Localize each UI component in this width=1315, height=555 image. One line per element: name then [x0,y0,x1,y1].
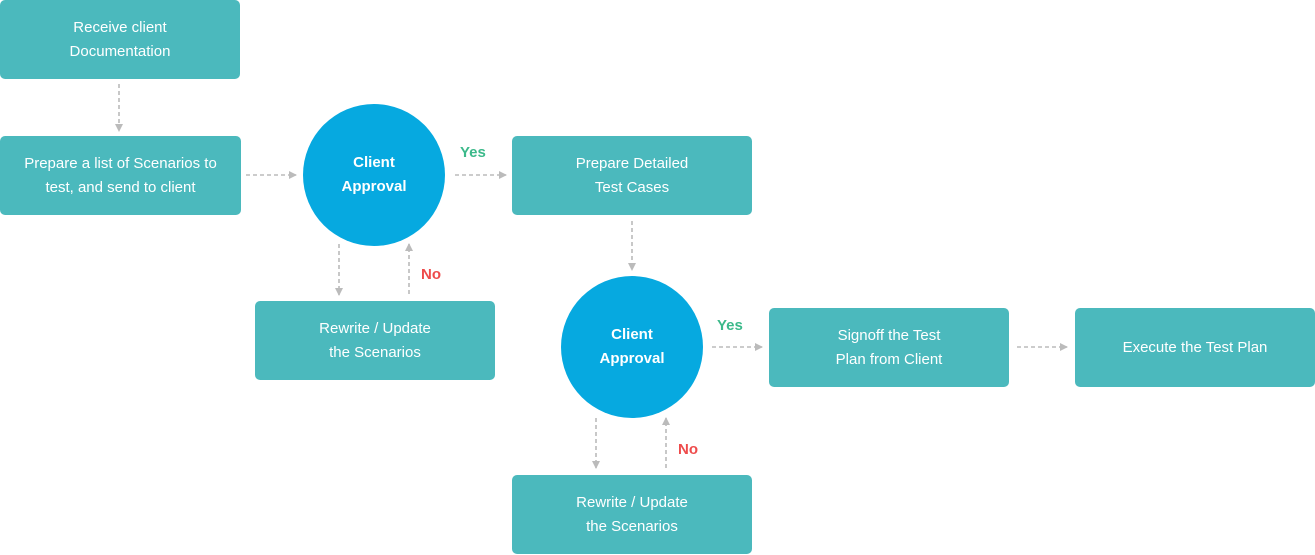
signoff-line-1: Signoff the Test [837,326,941,344]
signoff-test-plan-box[interactable]: Signoff the Test Plan from Client [769,308,1009,387]
prepare-test-cases-line-1: Prepare Detailed [575,154,689,172]
prepare-test-cases-box[interactable]: Prepare Detailed Test Cases [512,136,752,215]
execute-test-plan-box[interactable]: Execute the Test Plan [1075,308,1315,387]
client-approval-decision-1[interactable]: Client Approval [303,104,445,246]
yes-label-1: Yes [460,144,486,161]
client-approval-2-line-2: Approval [599,350,665,367]
rewrite-1-line-1: Rewrite / Update [319,319,431,337]
client-approval-1-line-2: Approval [341,178,407,195]
client-approval-2-line-1: Client [611,326,653,343]
rewrite-2-line-2: the Scenarios [586,517,678,535]
client-approval-1-line-1: Client [353,154,395,171]
yes-label-2: Yes [717,317,743,334]
client-approval-decision-2[interactable]: Client Approval [561,276,703,418]
prepare-scenarios-box[interactable]: Prepare a list of Scenarios to test, and… [0,136,241,215]
rewrite-scenarios-box-1[interactable]: Rewrite / Update the Scenarios [255,301,495,380]
rewrite-2-line-1: Rewrite / Update [576,493,688,511]
receive-documentation-line-1: Receive client [73,18,167,36]
prepare-test-cases-line-2: Test Cases [594,178,670,196]
rewrite-scenarios-box-2[interactable]: Rewrite / Update the Scenarios [512,475,752,554]
prepare-scenarios-line-2: test, and send to client [45,178,196,196]
receive-documentation-box[interactable]: Receive client Documentation [0,0,240,79]
no-label-2: No [678,441,698,458]
receive-documentation-line-2: Documentation [69,42,171,60]
execute-line-1: Execute the Test Plan [1122,338,1268,356]
signoff-line-2: Plan from Client [835,350,943,368]
rewrite-1-line-2: the Scenarios [329,343,421,361]
prepare-scenarios-line-1: Prepare a list of Scenarios to [24,154,217,172]
no-label-1: No [421,266,441,283]
